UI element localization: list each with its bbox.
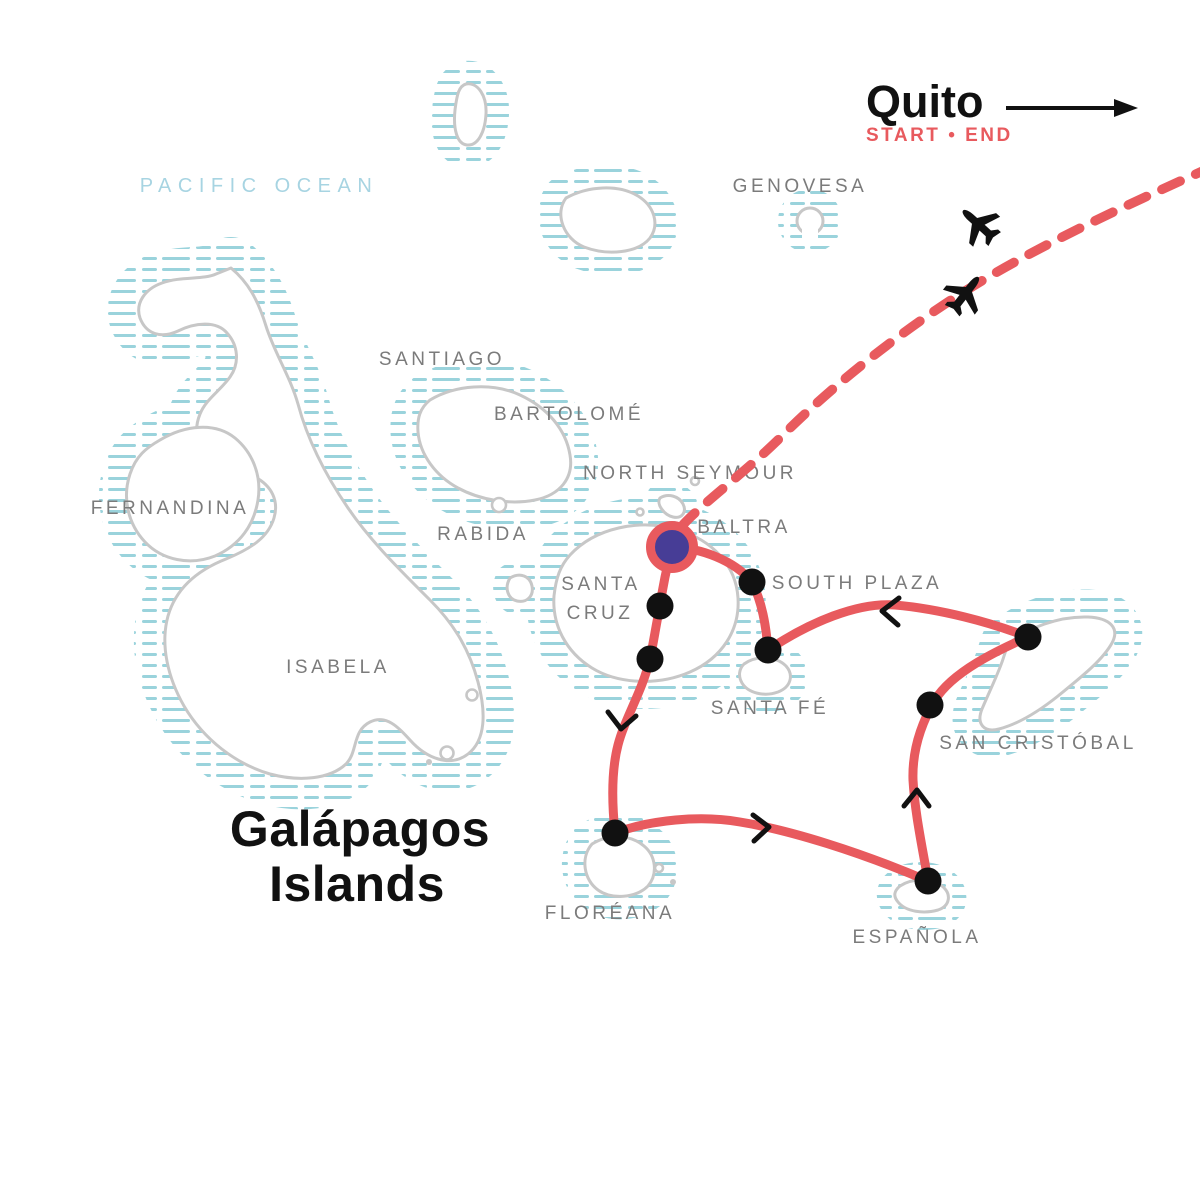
floreana-island (583, 835, 656, 898)
islet (465, 688, 479, 702)
fernandina-label: FERNANDINA (91, 498, 250, 519)
route-arrow-left-icon (879, 595, 902, 628)
quito-flight-path (676, 167, 1200, 532)
route-arrow-up-icon (901, 787, 932, 809)
islet (670, 879, 676, 885)
cruise-route (601, 521, 1042, 895)
santiago-label: SANTIAGO (379, 349, 505, 370)
quito-header: Quito START • END (866, 76, 1138, 146)
stop-santa-fe (754, 636, 782, 664)
stop-espanola (914, 867, 942, 895)
islet (635, 507, 645, 517)
islet (426, 759, 432, 765)
airplane-icon (949, 195, 1009, 255)
north-seymour-label: NORTH SEYMOUR (583, 463, 797, 484)
pinta-island (453, 82, 488, 147)
espanola-label: ESPAÑOLA (852, 926, 981, 948)
route-arrow-down-icon (605, 709, 639, 732)
north-seymour-islet (689, 475, 701, 487)
map-title-line1: Galápagos (230, 801, 490, 857)
bartolome-label: BARTOLOMÉ (494, 404, 644, 425)
fernandina-island (124, 425, 261, 563)
quito-label: Quito (866, 76, 983, 127)
floreana-label: FLORÉANA (545, 903, 675, 924)
islands (124, 82, 1117, 914)
map-title-line2: Islands (269, 856, 445, 912)
bartolome-islet (490, 496, 508, 514)
genovesa-bay-notch (802, 229, 818, 238)
ocean-label: PACIFIC OCEAN (140, 175, 379, 197)
south-plaza-label: SOUTH PLAZA (772, 573, 942, 594)
quito-arrow-head-icon (1114, 99, 1138, 117)
airplane-icon (936, 264, 995, 324)
route-espanola-sancristobal (908, 632, 1033, 886)
stop-san-cristobal-ne (1014, 623, 1042, 651)
islet (439, 745, 455, 761)
santa-fe-label: SANTA FÉ (711, 698, 829, 719)
stop-san-cristobal-sw (916, 691, 944, 719)
santa-cruz-label-line1: SANTA (561, 574, 640, 595)
san-cristobal-label: SAN CRISTÓBAL (939, 732, 1137, 754)
map-title: Galápagos Islands (230, 801, 490, 912)
baltra-label: BALTRA (697, 517, 791, 538)
rabida-island (505, 573, 534, 603)
santa-cruz-label-line2: CRUZ (567, 603, 634, 624)
rabida-label: RABIDA (437, 524, 529, 545)
stop-south-plaza (738, 568, 766, 596)
islet (653, 862, 665, 874)
route-sancristobal-santafe (763, 600, 1033, 655)
route-floreana-espanola (610, 814, 933, 886)
quito-start-end-label: START • END (866, 125, 1013, 146)
genovesa-label: GENOVESA (733, 176, 868, 197)
stop-floreana (601, 819, 629, 847)
isabela-label: ISABELA (286, 657, 390, 678)
marchena-island (559, 186, 657, 254)
stop-santa-cruz-south (636, 645, 664, 673)
santa-fe-island (738, 656, 792, 696)
route-arrow-right-icon (750, 812, 772, 844)
stop-santa-cruz-north (646, 592, 674, 620)
start-end-marker (646, 521, 698, 573)
